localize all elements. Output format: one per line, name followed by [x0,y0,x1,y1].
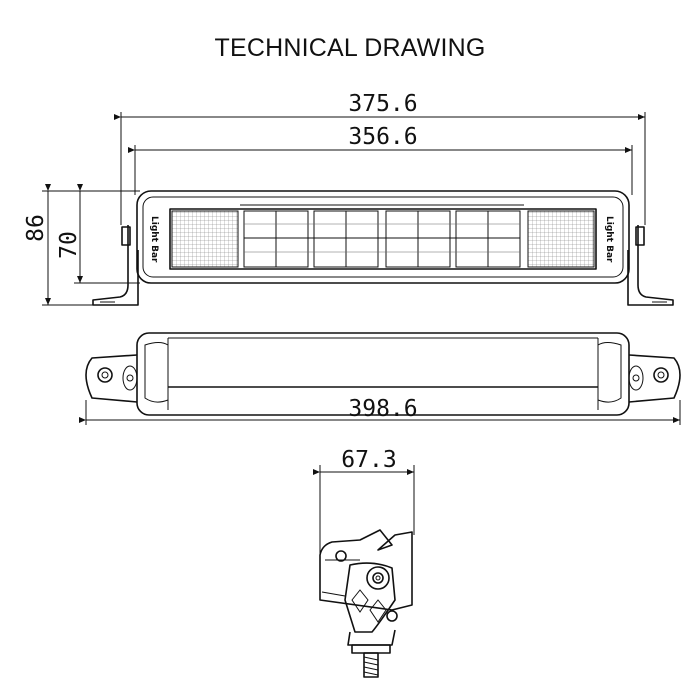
top-view: 398.6 [79,332,681,425]
dim-depth: 67.3 [341,447,396,473]
bracket-tab-right [628,354,681,403]
dim-total-height: 86 [23,214,49,242]
mounting-bracket-icon [92,225,674,306]
dim-lens-height: 70 [56,231,82,259]
brand-label-left: Light Bar [149,216,159,263]
reflector-mesh-left [171,210,239,268]
dim-bracket-span: 398.6 [348,396,417,422]
lens-panel [169,208,597,270]
reflector-mesh-right [527,210,595,268]
dim-housing-length: 356.6 [348,124,417,150]
side-view: 67.3 [313,447,415,678]
led-modules [240,204,524,268]
side-profile [319,529,413,611]
side-bracket [344,562,396,654]
bracket-tab-left [85,354,138,403]
bolt-icon [363,652,379,678]
front-view: 375.6 356.6 86 70 [23,91,674,306]
dim-overall-length: 375.6 [348,91,417,117]
light-bar-housing [136,190,630,284]
brand-label-right: Light Bar [604,216,614,263]
drawing-title: TECHNICAL DRAWING [214,34,486,62]
